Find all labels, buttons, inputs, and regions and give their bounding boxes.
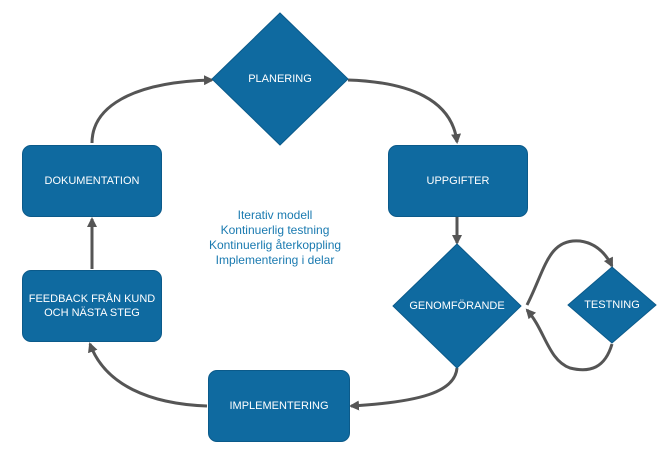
arrow-implementering-to-feedback — [88, 342, 208, 408]
arrow-testning-to-genomforande — [525, 308, 614, 372]
note-implementering: Implementering i delar — [215, 253, 335, 267]
testning-diamond — [567, 266, 657, 344]
implementering-label: IMPLEMENTERING — [229, 400, 329, 412]
testning-label: TESTNING — [584, 299, 640, 311]
dokumentation-label: DOKUMENTATION — [44, 175, 140, 187]
genomforande-diamond — [392, 243, 522, 369]
dokumentation-box: DOKUMENTATION — [22, 145, 162, 217]
feedback-label-line1: FEEDBACK FRÅN KUND — [28, 293, 156, 305]
genomforande-label: GENOMFÖRANDE — [409, 300, 505, 312]
arrow-dokumentation-to-planering — [90, 75, 214, 144]
arrow-genomforande-to-testning — [525, 239, 614, 306]
implementering-box: IMPLEMENTERING — [208, 370, 350, 442]
note-iterativ: Iterativ modell — [237, 208, 313, 222]
feedback-label-line2: OCH NÄSTA STEG — [44, 307, 140, 319]
note-aterkoppling: Kontinuerlig återkoppling — [208, 238, 342, 252]
uppgifter-label: UPPGIFTER — [426, 175, 490, 187]
note-testning: Kontinuerlig testning — [220, 223, 330, 237]
planering-label: PLANERING — [248, 73, 312, 85]
arrow-planering-to-uppgifter — [347, 78, 462, 144]
uppgifter-box: UPPGIFTER — [388, 145, 528, 217]
planering-diamond — [211, 12, 349, 146]
feedback-box: FEEDBACK FRÅN KUND OCH NÄSTA STEG — [22, 270, 162, 342]
arrow-genomforande-to-implementering — [349, 367, 459, 411]
center-notes: Iterativ modell Kontinuerlig testning Ko… — [180, 208, 370, 268]
